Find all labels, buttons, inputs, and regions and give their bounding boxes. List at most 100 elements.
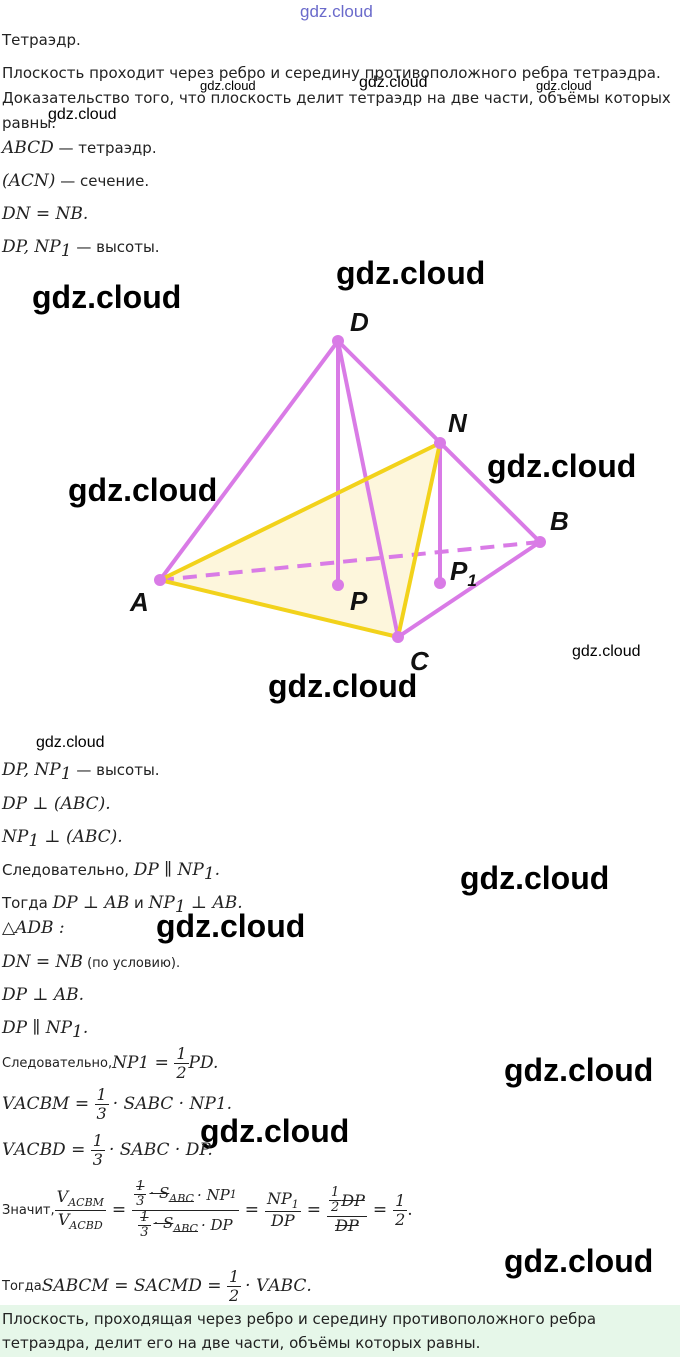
math: ⊥ AB. bbox=[185, 893, 243, 913]
sub: 1 bbox=[60, 764, 72, 784]
proof-line-3: NP1 ⊥ (ABC). bbox=[2, 827, 123, 851]
watermark: gdz.cloud bbox=[68, 472, 218, 508]
num: 1 bbox=[393, 1191, 408, 1211]
den: 2 bbox=[330, 1200, 340, 1216]
sub: 1 bbox=[28, 831, 40, 851]
math: NP bbox=[148, 893, 175, 913]
watermark: gdz.cloud bbox=[48, 106, 117, 123]
equals: = bbox=[372, 1200, 388, 1221]
den: DP bbox=[271, 1211, 295, 1231]
text: — сечение. bbox=[55, 172, 150, 190]
math: · V bbox=[245, 1276, 269, 1297]
text: — высоты. bbox=[71, 761, 160, 779]
math: · NP bbox=[173, 1094, 216, 1115]
math-tetra: ABCD bbox=[2, 138, 54, 158]
equals: = bbox=[111, 1200, 127, 1221]
math: PD. bbox=[188, 1053, 219, 1074]
sub: ACBM bbox=[68, 1196, 104, 1210]
sub: 1 bbox=[174, 897, 186, 917]
num: 1 bbox=[138, 1209, 151, 1226]
math: △ADB : bbox=[2, 918, 65, 938]
proof-line-9: DP ∥ NP1. bbox=[2, 1018, 88, 1042]
math: V bbox=[57, 1209, 70, 1229]
proof-line-6: △ADB : bbox=[2, 918, 65, 938]
label-P1-sub: 1 bbox=[467, 571, 476, 590]
proof-line-5: Тогда DP ⊥ AB и NP1 ⊥ AB. bbox=[2, 893, 243, 917]
math: . bbox=[306, 1276, 312, 1297]
watermark: gdz.cloud bbox=[460, 860, 610, 896]
text: Тогда bbox=[2, 894, 53, 912]
num: 1 bbox=[94, 1085, 109, 1105]
math: = bbox=[108, 1276, 134, 1297]
watermark: gdz.cloud bbox=[504, 1243, 654, 1279]
task-line-3: равны. bbox=[2, 114, 56, 132]
label-C: C bbox=[410, 646, 430, 676]
task-line-1: Плоскость проходит через ребро и середин… bbox=[2, 64, 661, 82]
sub: ABC bbox=[135, 1094, 174, 1115]
math: S bbox=[133, 1276, 146, 1297]
math: V bbox=[56, 1187, 69, 1207]
num: 1 bbox=[174, 1044, 189, 1064]
answer-box: Плоскость, проходящая через ребро и сере… bbox=[0, 1305, 680, 1357]
sub: ABC bbox=[131, 1140, 170, 1161]
sub: ACBD bbox=[14, 1140, 66, 1161]
label-N: N bbox=[448, 408, 468, 438]
num: 1 bbox=[226, 1267, 242, 1287]
text: Следовательно, bbox=[2, 1055, 113, 1071]
math: NP bbox=[266, 1189, 292, 1209]
label-A: A bbox=[129, 587, 149, 617]
sub: ACBD bbox=[69, 1218, 103, 1232]
math: = bbox=[65, 1140, 91, 1161]
watermark: gdz.cloud bbox=[487, 448, 637, 484]
math: DP ∥ NP bbox=[2, 1018, 73, 1038]
math-heights: DP, NP bbox=[2, 237, 61, 257]
math: . bbox=[214, 860, 221, 880]
watermark: gdz.cloud bbox=[200, 78, 256, 93]
watermark: gdz.cloud bbox=[200, 1113, 350, 1149]
math: S bbox=[159, 1183, 170, 1202]
point-P1 bbox=[434, 577, 446, 589]
equals: = bbox=[244, 1200, 259, 1221]
den: 3 bbox=[136, 1194, 145, 1210]
sub: ACMD bbox=[145, 1276, 202, 1297]
sub: 1 bbox=[229, 1187, 237, 1201]
sub: 1 bbox=[72, 1022, 83, 1042]
text: Следовательно, bbox=[2, 861, 134, 879]
den: 3 bbox=[92, 1149, 103, 1169]
math: · NP bbox=[196, 1185, 230, 1204]
watermark: gdz.cloud bbox=[32, 279, 182, 315]
watermark: gdz.cloud bbox=[36, 734, 105, 751]
proof-line-8: DP ⊥ AB. bbox=[2, 985, 84, 1005]
num: VACBM bbox=[54, 1187, 106, 1211]
edge-CB bbox=[396, 540, 542, 639]
point-C bbox=[392, 631, 404, 643]
task-line-2: Доказательство того, что плоскость делит… bbox=[2, 89, 671, 107]
den: 2 bbox=[176, 1062, 187, 1082]
math: DN = NB bbox=[2, 952, 83, 972]
math: · SABC bbox=[149, 1183, 194, 1205]
den: 2 bbox=[228, 1285, 240, 1305]
proof-line-2: DP ⊥ (ABC). bbox=[2, 794, 111, 814]
den: DP bbox=[335, 1215, 359, 1235]
given-eq: DN = NB. bbox=[2, 204, 88, 224]
sub: 1 bbox=[215, 1094, 227, 1115]
text: и bbox=[129, 894, 149, 912]
given-tetra: ABCD — тетраэдр. bbox=[2, 138, 157, 158]
math: = bbox=[149, 1053, 175, 1074]
math: S bbox=[163, 1214, 174, 1233]
sub: ABC bbox=[173, 1222, 198, 1236]
edge-AB-hidden bbox=[159, 540, 541, 582]
watermark: gdz.cloud bbox=[504, 1052, 654, 1088]
point-A bbox=[154, 574, 166, 586]
given-section: (ACN) — сечение. bbox=[2, 171, 149, 191]
math: DP ⊥ AB bbox=[52, 893, 130, 913]
